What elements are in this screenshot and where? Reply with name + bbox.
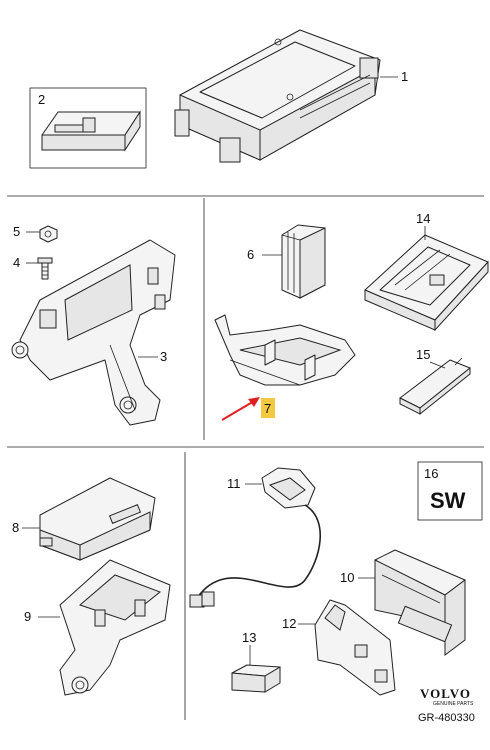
part-10-control-unit xyxy=(374,549,466,656)
highlight-arrow xyxy=(221,397,260,421)
callout-11: 11 xyxy=(227,476,241,491)
part-8-box-module xyxy=(39,477,156,561)
callout-7: 7 xyxy=(264,401,271,416)
callout-5: 5 xyxy=(13,224,20,239)
callout-6: 6 xyxy=(247,247,254,262)
part-13-pad xyxy=(231,664,281,693)
software-label: SW xyxy=(430,488,466,513)
callout-3: 3 xyxy=(160,349,167,364)
diagram-reference: GR-480330 xyxy=(418,712,475,724)
part-2-frame xyxy=(29,87,147,169)
callout-16: 16 xyxy=(424,466,438,481)
callout-14: 14 xyxy=(416,211,430,226)
part-14-tray-module xyxy=(364,234,489,332)
part-11-sensor-with-cable xyxy=(189,467,321,608)
part-12-bracket xyxy=(314,599,396,696)
callout-7-highlight xyxy=(261,398,275,418)
part-2-module xyxy=(41,110,141,152)
brand-name: VOLVO xyxy=(420,686,471,701)
brand-tagline: GENUINE PARTS xyxy=(433,701,474,707)
part-5-nut xyxy=(39,225,58,243)
part-16-frame xyxy=(417,461,483,521)
callout-9: 9 xyxy=(24,609,31,624)
callout-4: 4 xyxy=(13,255,20,270)
callout-1: 1 xyxy=(401,69,408,84)
callout-13: 13 xyxy=(242,630,256,645)
part-6-connector-module xyxy=(281,224,326,299)
callout-2: 2 xyxy=(38,92,45,107)
callout-15: 15 xyxy=(416,347,430,362)
callout-10: 10 xyxy=(340,570,354,585)
part-4-screw xyxy=(37,257,53,280)
part-7-holder xyxy=(214,314,356,386)
part-1-control-module xyxy=(174,29,381,163)
callout-8: 8 xyxy=(12,520,19,535)
part-3-bracket xyxy=(11,239,176,426)
part-15-module xyxy=(399,357,471,416)
callout-12: 12 xyxy=(282,616,296,631)
part-9-bracket xyxy=(59,559,171,696)
